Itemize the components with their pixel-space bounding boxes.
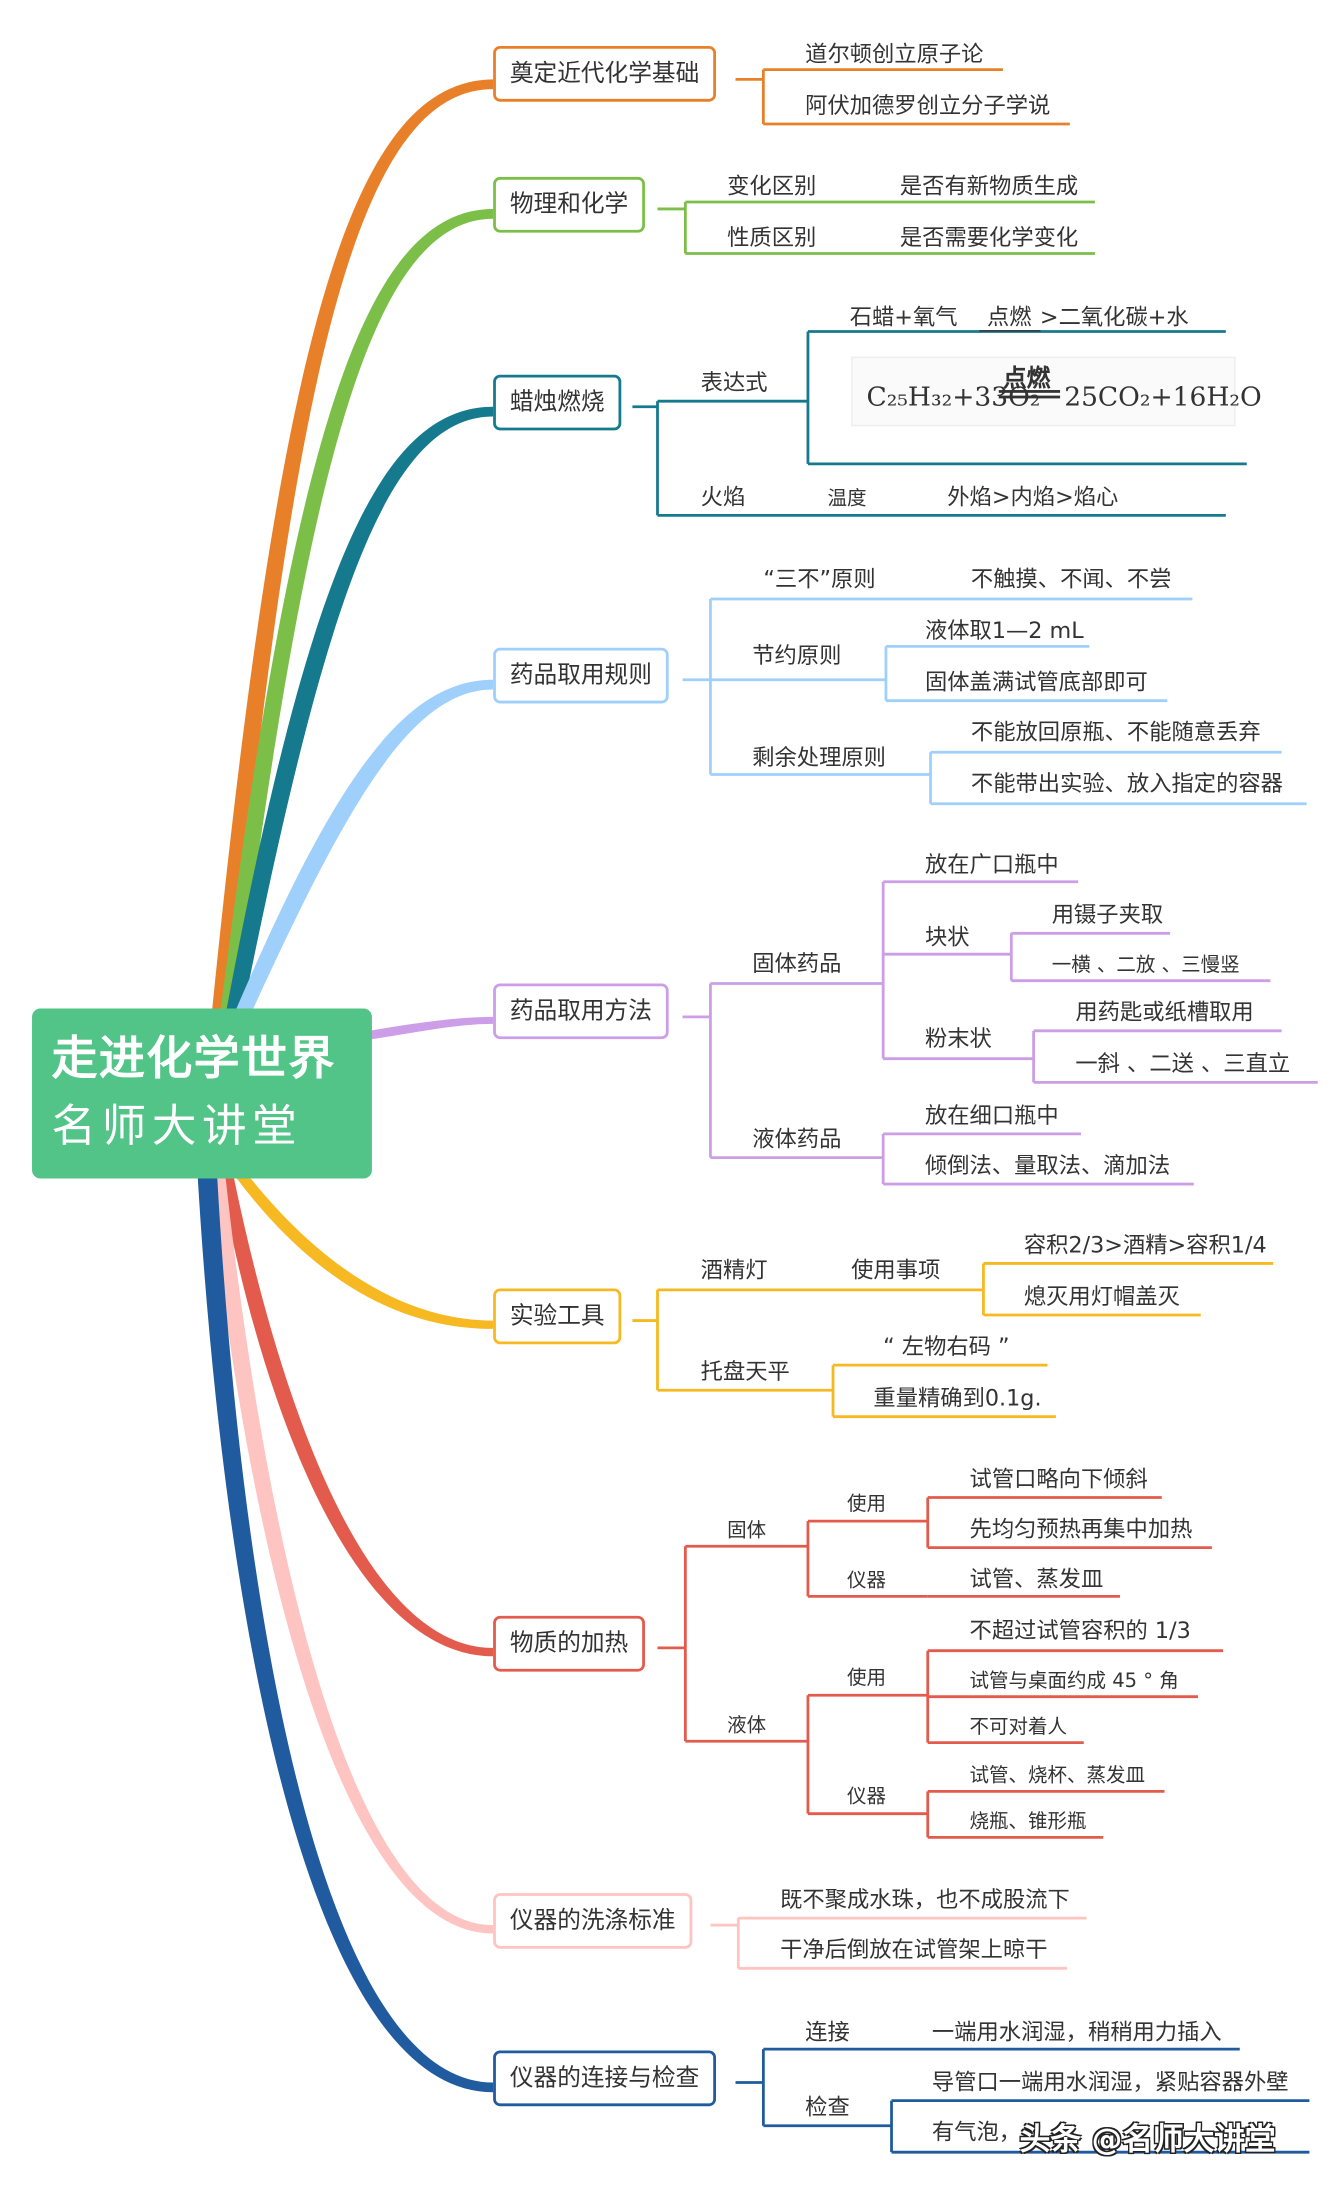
leaf-dalton[interactable]: 道尔顿创立原子论 [805, 40, 984, 67]
word-eq-right: >二氧化碳+水 [1039, 303, 1189, 331]
leaf-flame-order[interactable]: 外焰>内焰>焰心 [947, 483, 1119, 510]
leaf-block[interactable]: 块状 [924, 923, 970, 951]
leaf-connect[interactable]: 连接 [805, 2018, 850, 2045]
leaf-solid-instrument[interactable]: 仪器 [846, 1569, 886, 1593]
leaf-liquid-drugs[interactable]: 液体药品 [752, 1125, 842, 1153]
leaf-volume-limit[interactable]: 不超过试管容积的 1/3 [969, 1617, 1191, 1644]
branch-washing[interactable]: 仪器的洗涤标准 [493, 1893, 693, 1949]
branch-drug-rules[interactable]: 药品取用规则 [493, 647, 669, 704]
leaf-need-change[interactable]: 是否需要化学变化 [899, 224, 1079, 251]
branch-heating[interactable]: 物质的加热 [493, 1615, 645, 1672]
leaf-leftover-a[interactable]: 不能放回原瓶、不能随意丢弃 [970, 718, 1261, 746]
root-node[interactable]: 走进化学世界 名师大讲堂 [32, 1008, 372, 1179]
branch-physics-chemistry[interactable]: 物理和化学 [493, 176, 645, 233]
leaf-check-b[interactable]: 有气泡， [931, 2118, 1022, 2146]
leaf-powder-steps[interactable]: 一斜 、二送 、三直立 [1075, 1050, 1291, 1077]
formula-rhs: 25CO₂+16H₂O [1064, 381, 1262, 413]
leaf-lamp-extinguish[interactable]: 熄灭用灯帽盖灭 [1023, 1282, 1180, 1310]
branch-drug-methods[interactable]: 药品取用方法 [493, 983, 669, 1040]
leaf-balance[interactable]: 托盘天平 [700, 1358, 790, 1385]
leaf-left-object[interactable]: “ 左物右码 ” [883, 1333, 1010, 1360]
leaf-three-no-value[interactable]: 不触摸、不闻、不尝 [970, 565, 1172, 593]
leaf-solid-drugs[interactable]: 固体药品 [752, 950, 842, 977]
leaf-check-a[interactable]: 导管口一端用水润湿，紧贴容器外壁 [931, 2068, 1289, 2096]
leaf-not-at-people[interactable]: 不可对着人 [969, 1716, 1068, 1739]
root-title: 走进化学世界 [51, 1030, 336, 1086]
branch-lab-tools[interactable]: 实验工具 [493, 1288, 622, 1345]
formula-condition: 点燃 [1002, 364, 1051, 393]
leaf-lamp-volume[interactable]: 容积2/3>酒精>容积1/4 [1023, 1231, 1267, 1258]
leaf-property-diff[interactable]: 性质区别 [727, 224, 817, 251]
leaf-connect-method[interactable]: 一端用水润湿，稍稍用力插入 [931, 2018, 1222, 2045]
leaf-solid-use[interactable]: 使用 [846, 1493, 886, 1516]
leaf-heat-solid[interactable]: 固体 [727, 1519, 767, 1543]
leaf-solid-amount[interactable]: 固体盖满试管底部即可 [924, 668, 1148, 696]
watermark: 头条 @名师大讲堂 [1019, 2122, 1276, 2158]
leaf-change-diff[interactable]: 变化区别 [727, 172, 817, 200]
leaf-flame[interactable]: 火焰 [700, 483, 746, 510]
leaf-liquid-amount[interactable]: 液体取1—2 mL [924, 617, 1084, 644]
branch-modern-chemistry[interactable]: 奠定近代化学基础 [493, 45, 717, 102]
leaf-liquid-instruments-a[interactable]: 试管、烧杯、蒸发皿 [969, 1764, 1146, 1788]
leaf-powder[interactable]: 粉末状 [924, 1025, 992, 1052]
leaf-block-steps[interactable]: 一横 、二放 、三慢竖 [1051, 954, 1240, 977]
leaf-angle[interactable]: 试管与桌面约成 45 ° 角 [969, 1670, 1179, 1693]
leaf-solid-instruments[interactable]: 试管、蒸发皿 [969, 1565, 1104, 1593]
leaf-three-no[interactable]: “三不”原则 [763, 565, 876, 593]
leaf-usage-notes[interactable]: 使用事项 [851, 1256, 941, 1283]
leaf-expression[interactable]: 表达式 [700, 369, 768, 396]
leaf-precision[interactable]: 重量精确到0.1g. [873, 1384, 1042, 1412]
leaf-new-substance[interactable]: 是否有新物质生成 [899, 172, 1079, 200]
leaf-leftover-b[interactable]: 不能带出实验、放入指定的容器 [970, 770, 1283, 797]
leaf-tube-down[interactable]: 试管口略向下倾斜 [969, 1465, 1148, 1492]
root-subtitle: 名师大讲堂 [51, 1099, 303, 1153]
leaf-liquid-instrument[interactable]: 仪器 [846, 1785, 886, 1809]
leaf-liquid-instruments-b[interactable]: 烧瓶、锥形瓶 [969, 1810, 1087, 1834]
leaf-preheat[interactable]: 先均匀预热再集中加热 [969, 1515, 1193, 1543]
word-eq-condition: 点燃 [978, 303, 1040, 332]
branch-connect-check[interactable]: 仪器的连接与检查 [493, 2050, 717, 2107]
word-eq-left: 石蜡+氧气 [849, 303, 958, 331]
leaf-check[interactable]: 检查 [805, 2093, 850, 2121]
leaf-pour-methods[interactable]: 倾倒法、量取法、滴加法 [924, 1152, 1171, 1179]
leaf-saving[interactable]: 节约原则 [752, 642, 842, 669]
leaf-dry-rack[interactable]: 干净后倒放在试管架上晾干 [780, 1936, 1048, 1963]
leaf-avogadro[interactable]: 阿伏加德罗创立分子学说 [805, 91, 1051, 119]
leaf-alcohol-lamp[interactable]: 酒精灯 [700, 1256, 768, 1283]
branch-candle[interactable]: 蜡烛燃烧 [493, 374, 622, 431]
leaf-leftover[interactable]: 剩余处理原则 [752, 743, 886, 771]
leaf-tweezers[interactable]: 用镊子夹取 [1051, 901, 1164, 928]
leaf-word-equation[interactable]: 石蜡+氧气 点燃>二氧化碳+水 [849, 303, 1189, 332]
leaf-heat-liquid[interactable]: 液体 [727, 1714, 767, 1738]
chemical-equation-image[interactable]: C₂₅H₃₂+33O₂ 点燃 25CO₂+16H₂O [851, 356, 1262, 427]
leaf-wide-bottle[interactable]: 放在广口瓶中 [924, 851, 1059, 878]
formula-equals-bar [998, 390, 1061, 399]
leaf-narrow-bottle[interactable]: 放在细口瓶中 [924, 1101, 1059, 1129]
leaf-liquid-use[interactable]: 使用 [846, 1667, 886, 1690]
leaf-no-drops[interactable]: 既不聚成水珠，也不成股流下 [780, 1886, 1070, 1913]
leaf-temperature[interactable]: 温度 [827, 487, 867, 510]
leaf-spoon[interactable]: 用药匙或纸槽取用 [1075, 998, 1254, 1026]
